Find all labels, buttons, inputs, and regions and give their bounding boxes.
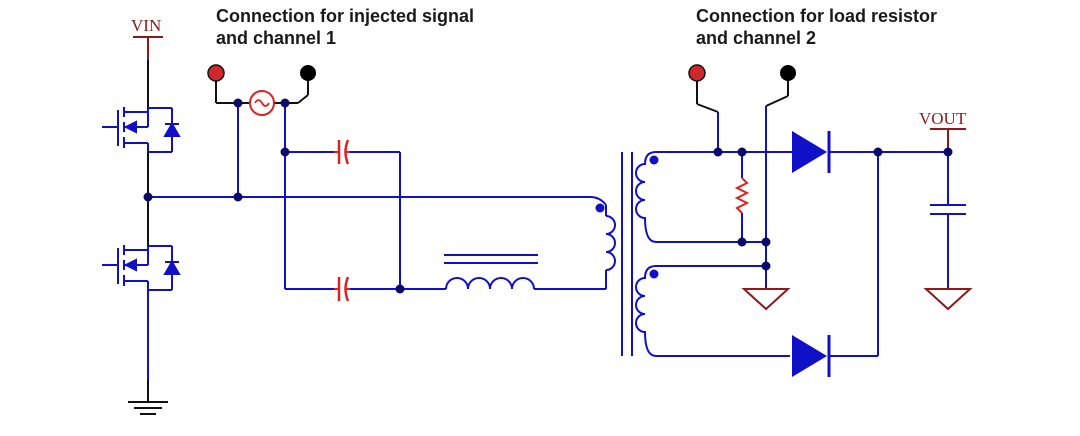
probe-negative-ch1 bbox=[300, 65, 316, 81]
low-side-mosfet bbox=[102, 245, 181, 291]
polarity-dot-secondary-top bbox=[649, 155, 659, 165]
input-ground-symbol bbox=[128, 401, 168, 415]
secondary-ground-symbol bbox=[741, 266, 791, 311]
switch-node-wire bbox=[148, 103, 607, 206]
transformer-secondary-top bbox=[635, 151, 742, 243]
output-capacitor bbox=[930, 152, 966, 289]
annotation-load-resistor: Connection for load resistor and channel… bbox=[696, 5, 937, 49]
annotation-injected-signal-line2: and channel 1 bbox=[216, 28, 337, 48]
probe-lead-wires-ch2 bbox=[696, 80, 789, 113]
injection-resistor bbox=[734, 152, 750, 242]
probe-negative-ch2 bbox=[780, 65, 796, 81]
vout-terminal: VOUT bbox=[919, 109, 967, 152]
polarity-dot-secondary-bottom bbox=[649, 269, 659, 279]
series-capacitor-bottom bbox=[285, 276, 400, 302]
transformer-core bbox=[621, 152, 633, 356]
rectifier-diode-top bbox=[718, 131, 948, 173]
vin-terminal: VIN bbox=[131, 16, 163, 60]
vout-label: VOUT bbox=[919, 109, 967, 128]
annotation-load-resistor-line1: Connection for load resistor bbox=[696, 6, 938, 26]
annotation-injected-signal: Connection for injected signal and chann… bbox=[216, 5, 474, 49]
probe-positive-ch2 bbox=[688, 64, 706, 82]
probe-positive-ch1 bbox=[207, 64, 225, 82]
rectifier-diode-bottom bbox=[792, 335, 878, 377]
signal-source bbox=[249, 90, 275, 116]
output-ground-symbol bbox=[923, 288, 973, 311]
annotation-load-resistor-line2: and channel 2 bbox=[696, 28, 817, 48]
polarity-dot-primary bbox=[595, 203, 605, 213]
resonant-inductor bbox=[400, 254, 606, 290]
transformer-primary bbox=[605, 205, 616, 289]
high-side-mosfet bbox=[102, 107, 181, 153]
junction-nodes bbox=[143, 98, 953, 294]
transformer-secondary-bottom bbox=[635, 265, 790, 357]
vin-label: VIN bbox=[131, 16, 161, 35]
series-capacitor-top bbox=[285, 139, 400, 165]
annotation-injected-signal-line1: Connection for injected signal bbox=[216, 6, 475, 26]
